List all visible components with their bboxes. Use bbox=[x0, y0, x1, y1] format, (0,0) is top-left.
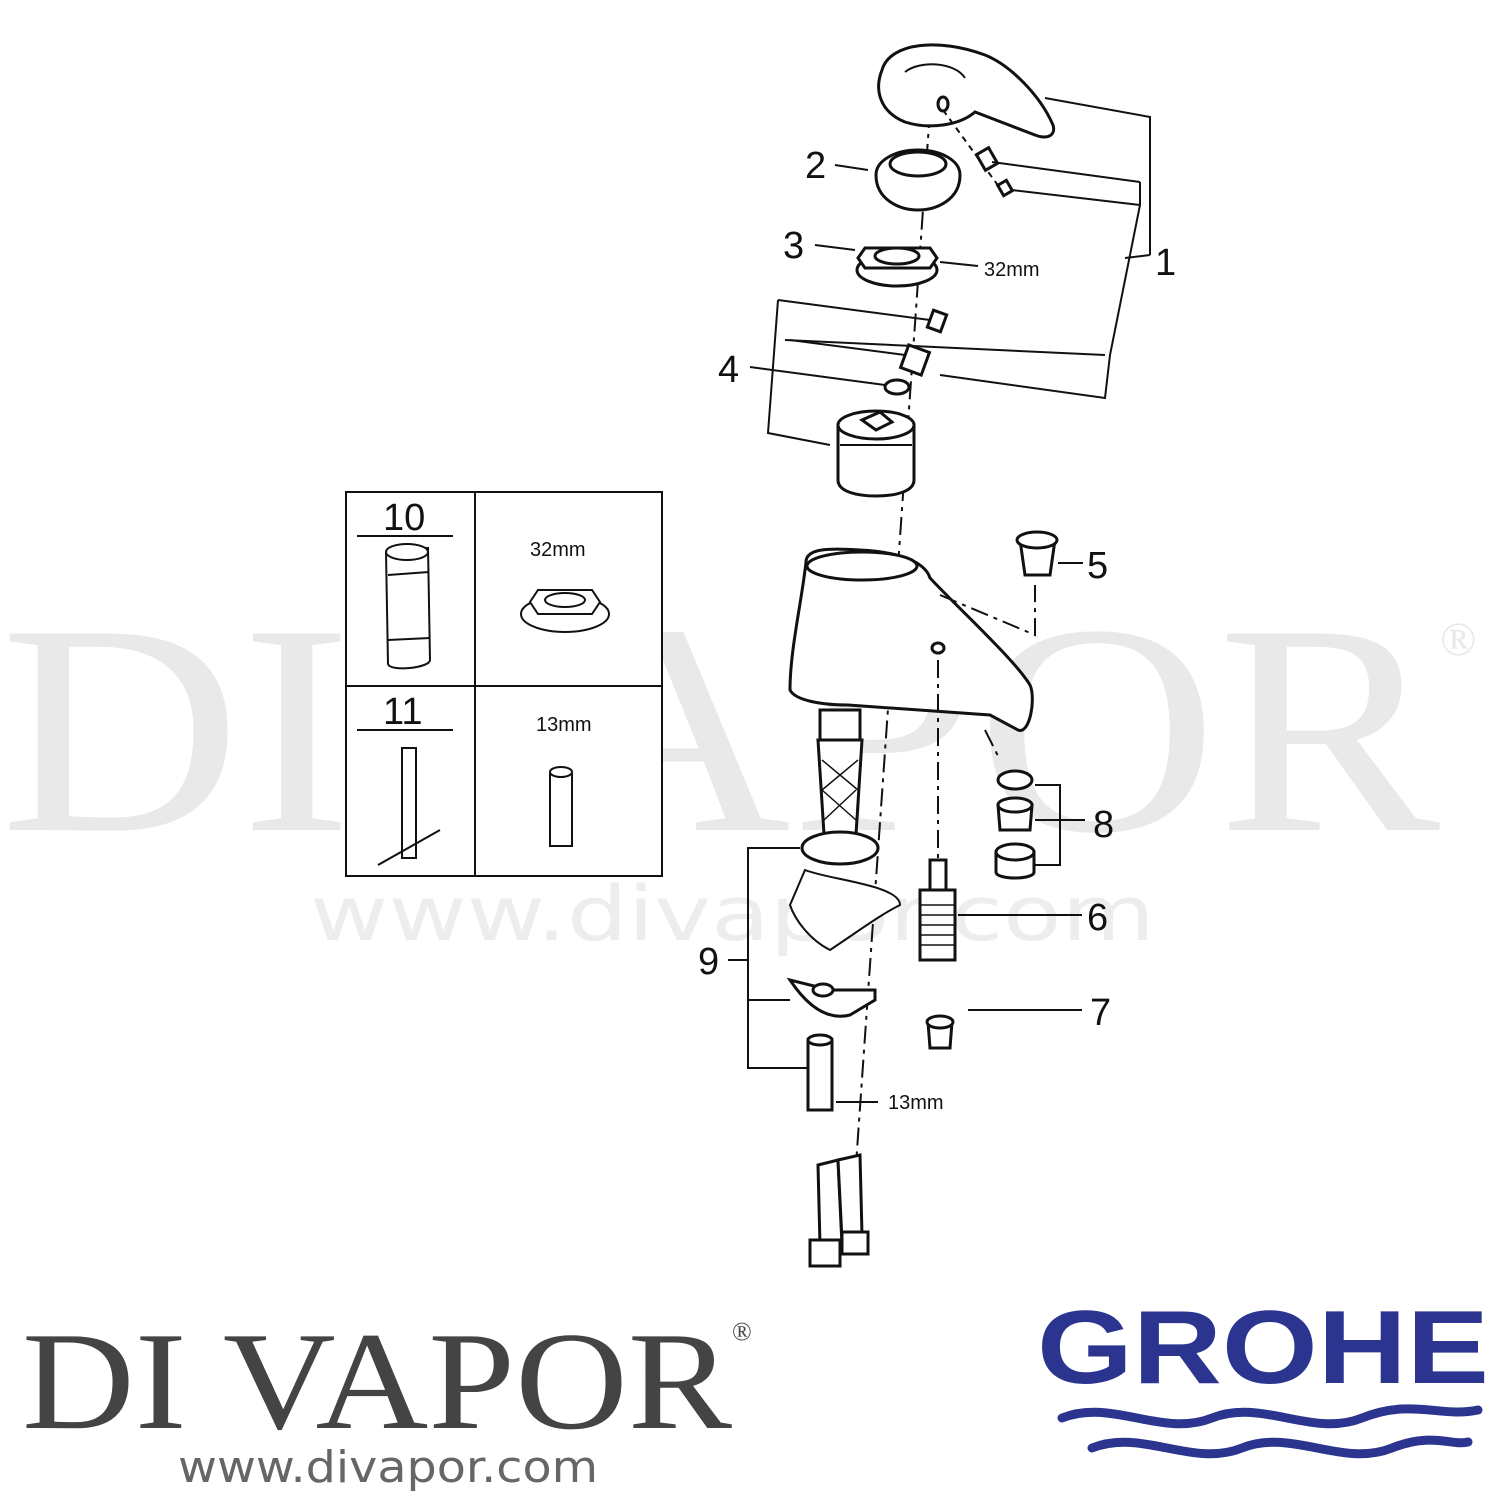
tool-11-size: 13mm bbox=[536, 714, 592, 736]
callout-2: 2 bbox=[805, 145, 826, 187]
callout-9: 9 bbox=[698, 941, 719, 983]
tool-10-size: 32mm bbox=[530, 539, 586, 561]
grohe-logo: GROHE bbox=[1037, 1290, 1489, 1459]
divapor-logo: DI VAPOR ® www.divapor.com bbox=[22, 1304, 752, 1493]
threaded-stud bbox=[918, 660, 957, 962]
callout-numbers: 1 2 3 4 5 6 7 8 9 bbox=[698, 145, 1176, 1034]
tool-10-number: 10 bbox=[383, 497, 425, 539]
divapor-registered: ® bbox=[732, 1317, 752, 1346]
tool-10-nut bbox=[520, 589, 610, 633]
tool-11-tbar bbox=[377, 747, 441, 866]
dim-label-13mm: 13mm bbox=[888, 1092, 944, 1114]
screw-set bbox=[883, 308, 949, 396]
tool-11-bolt bbox=[549, 766, 573, 847]
watermark-text: DIVAPOR bbox=[0, 563, 1442, 895]
watermark: DIVAPOR ® www.divapor.com bbox=[0, 563, 1476, 958]
fixing-set bbox=[786, 830, 902, 1112]
tools-table: 10 32mm 11 13mm bbox=[345, 491, 663, 877]
plug bbox=[939, 530, 1059, 637]
leader-lines bbox=[728, 97, 1151, 1103]
cartridge bbox=[836, 409, 916, 498]
divapor-logo-text: DI VAPOR bbox=[22, 1304, 733, 1459]
hex-nut bbox=[855, 246, 939, 288]
aerator-set bbox=[984, 729, 1036, 880]
supply-hoses-lower bbox=[808, 1153, 870, 1268]
grohe-logo-text: GROHE bbox=[1037, 1290, 1489, 1406]
watermark-registered: ® bbox=[1440, 613, 1476, 666]
watermark-url: www.divapor.com bbox=[310, 869, 1155, 958]
cap-ring bbox=[874, 148, 962, 212]
supply-hoses-upper bbox=[816, 708, 864, 852]
callout-6: 6 bbox=[1087, 897, 1108, 939]
small-nut bbox=[925, 1014, 955, 1050]
lever-handle bbox=[877, 43, 1056, 198]
tool-10-socket bbox=[384, 543, 432, 670]
callout-8: 8 bbox=[1093, 804, 1114, 846]
tool-11-number: 11 bbox=[383, 691, 422, 733]
dim-label-32mm: 32mm bbox=[984, 259, 1040, 281]
grohe-waves-icon bbox=[1057, 1404, 1483, 1459]
divapor-url: www.divapor.com bbox=[178, 1442, 598, 1493]
callout-7: 7 bbox=[1090, 992, 1111, 1034]
tap-body bbox=[788, 547, 1034, 732]
callout-5: 5 bbox=[1087, 545, 1108, 587]
callout-3: 3 bbox=[783, 225, 804, 267]
callout-4: 4 bbox=[718, 349, 739, 391]
callout-1: 1 bbox=[1155, 242, 1176, 284]
